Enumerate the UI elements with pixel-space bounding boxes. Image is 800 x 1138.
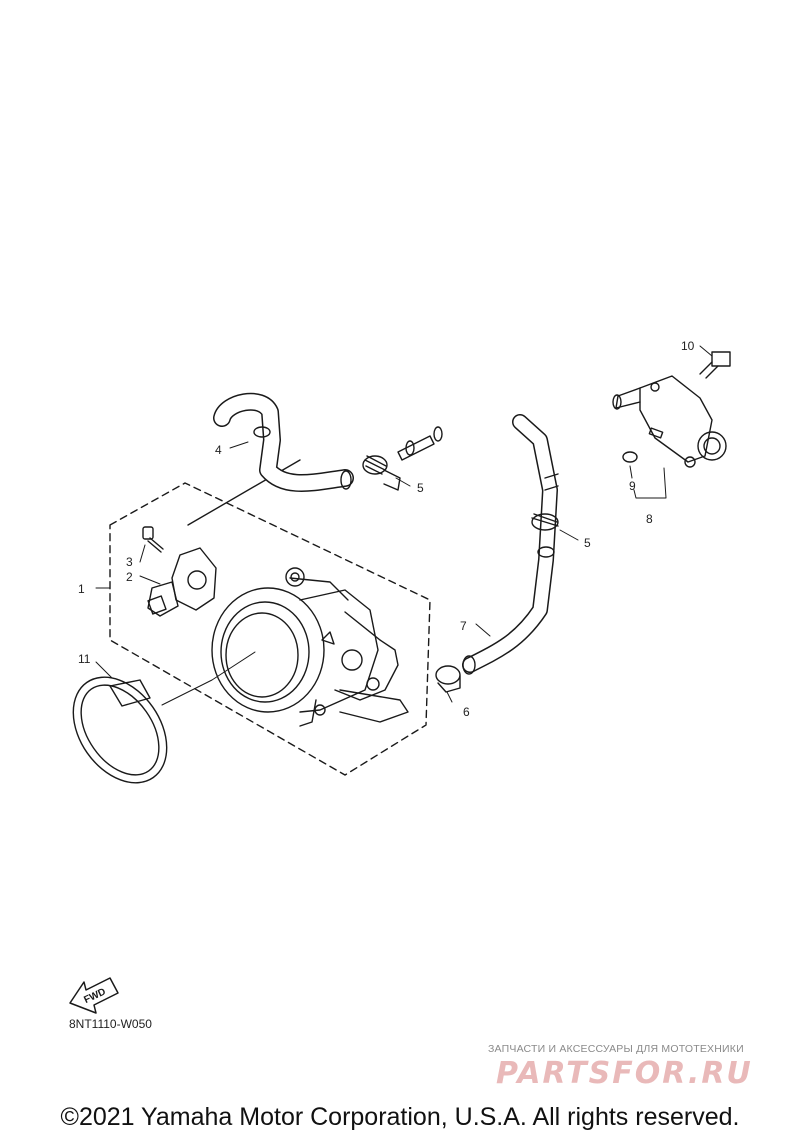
- callout-7: 7: [460, 619, 467, 633]
- bolt-10: [699, 351, 731, 379]
- sensor-2: [147, 547, 217, 617]
- o-ring-9: [622, 451, 638, 463]
- screw-3: [142, 526, 164, 553]
- callout-5-lower: 5: [584, 536, 591, 550]
- clip-5-upper: [362, 455, 401, 491]
- callout-5-upper: 5: [417, 481, 424, 495]
- callout-3: 3: [126, 555, 133, 569]
- watermark-logo: PARTSFOR.RU: [496, 1056, 753, 1091]
- callout-4: 4: [215, 443, 222, 457]
- callout-10: 10: [681, 339, 695, 353]
- hose-clamp-11: [72, 676, 168, 784]
- callout-6: 6: [463, 705, 470, 719]
- fwd-arrow-icon: [69, 977, 119, 1014]
- callout-9: 9: [629, 479, 636, 493]
- drawing-code: 8NT1110-W050: [69, 1017, 152, 1031]
- hose-4: [213, 392, 354, 492]
- watermark-tagline: ЗАПЧАСТИ И АКСЕССУАРЫ ДЛЯ МОТОТЕХНИКИ: [488, 1043, 744, 1055]
- nipple-fitting: [397, 426, 443, 461]
- hose-7: [462, 414, 559, 675]
- clip-5-lower: [531, 513, 559, 531]
- callout-2: 2: [126, 570, 133, 584]
- leader-lines: [95, 345, 713, 706]
- copyright-notice: ©2021 Yamaha Motor Corporation, U.S.A. A…: [60, 1103, 740, 1131]
- callout-8: 8: [646, 512, 653, 526]
- joint-assy-8: [612, 375, 727, 468]
- throttle-body: [211, 567, 409, 727]
- callout-1: 1: [78, 582, 85, 596]
- assembly-boundary: [109, 482, 431, 776]
- callout-11: 11: [78, 652, 91, 666]
- clip-6: [435, 665, 461, 693]
